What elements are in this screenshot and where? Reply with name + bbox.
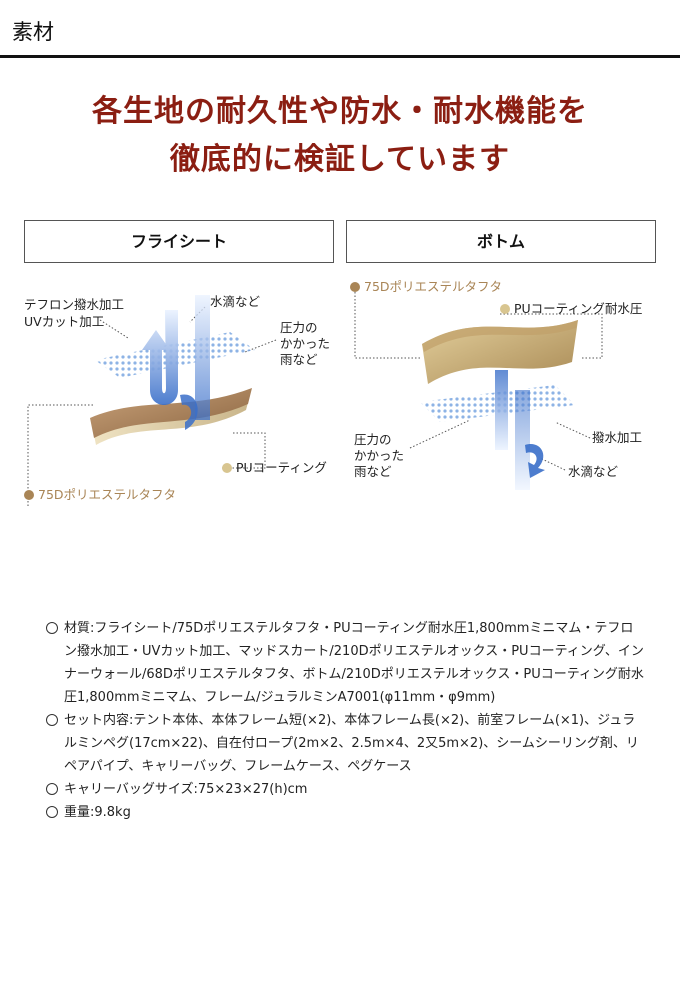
- bottom-diagram: 75Dポリエステルタフタ PUコーティング耐水圧 圧力の かかった 雨など 撥水…: [340, 270, 680, 520]
- spec-item-material: 材質:フライシート/75Dポリエステルタフタ・PUコーティング耐水圧1,800m…: [46, 617, 646, 709]
- flysheet-water-label: 水滴など: [210, 294, 261, 309]
- flysheet-fabric-label: 75Dポリエステルタフタ: [38, 487, 177, 502]
- bottom-layers-illustration: [354, 292, 603, 490]
- bottom-repellent-label: 撥水加工: [592, 430, 643, 445]
- flysheet-coating-label-1: テフロン撥水加工: [24, 297, 125, 312]
- circle-bullet-icon: [46, 622, 58, 634]
- flysheet-coating-label-2: UVカット加工: [24, 314, 105, 329]
- flysheet-pressure-label-2: かかった: [280, 336, 331, 351]
- bottom-water-label: 水滴など: [568, 464, 619, 479]
- spec-text: セット内容:テント本体、本体フレーム短(×2)、本体フレーム長(×2)、前室フレ…: [64, 713, 639, 774]
- panel-title-bottom: ボトム: [346, 220, 656, 263]
- flysheet-diagram: テフロン撥水加工 UVカット加工 水滴など 圧力の かかった 雨など PUコーテ…: [0, 270, 340, 520]
- spec-item-contents: セット内容:テント本体、本体フレーム短(×2)、本体フレーム長(×2)、前室フレ…: [46, 709, 646, 778]
- bottom-fabric-label: 75Dポリエステルタフタ: [364, 279, 503, 294]
- circle-bullet-icon: [46, 783, 58, 795]
- headline-line-1: 各生地の耐久性や防水・耐水機能を: [92, 94, 588, 129]
- spec-list: 材質:フライシート/75Dポリエステルタフタ・PUコーティング耐水圧1,800m…: [46, 617, 646, 824]
- section-title: 素材: [12, 20, 54, 44]
- headline-line-2: 徹底的に検証しています: [169, 142, 511, 177]
- spec-item-bag-size: キャリーバッグサイズ:75×23×27(h)cm: [46, 778, 646, 801]
- bottom-pressure-label-2: かかった: [354, 448, 405, 463]
- spec-text: 材質:フライシート/75Dポリエステルタフタ・PUコーティング耐水圧1,800m…: [64, 621, 644, 705]
- fabric-dot-icon: [24, 490, 34, 500]
- flysheet-layers-illustration: [27, 295, 277, 506]
- pu-dot-icon: [222, 463, 232, 473]
- bottom-pressure-label-3: 雨など: [354, 464, 392, 479]
- circle-bullet-icon: [46, 714, 58, 726]
- section-header: 素材: [0, 0, 680, 58]
- spec-text: 重量:9.8kg: [64, 805, 131, 820]
- bottom-pu-label: PUコーティング耐水圧: [514, 301, 643, 316]
- spec-text: キャリーバッグサイズ:75×23×27(h)cm: [64, 782, 308, 797]
- pu-dot-icon: [500, 304, 510, 314]
- spec-item-weight: 重量:9.8kg: [46, 801, 646, 824]
- section-divider: [0, 55, 680, 58]
- flysheet-pressure-label-1: 圧力の: [280, 320, 318, 335]
- flysheet-pressure-label-3: 雨など: [280, 352, 318, 367]
- circle-bullet-icon: [46, 806, 58, 818]
- bottom-pressure-label-1: 圧力の: [354, 432, 392, 447]
- panel-title-flysheet: フライシート: [24, 220, 334, 263]
- flysheet-pu-label: PUコーティング: [236, 460, 327, 475]
- fabric-dot-icon: [350, 282, 360, 292]
